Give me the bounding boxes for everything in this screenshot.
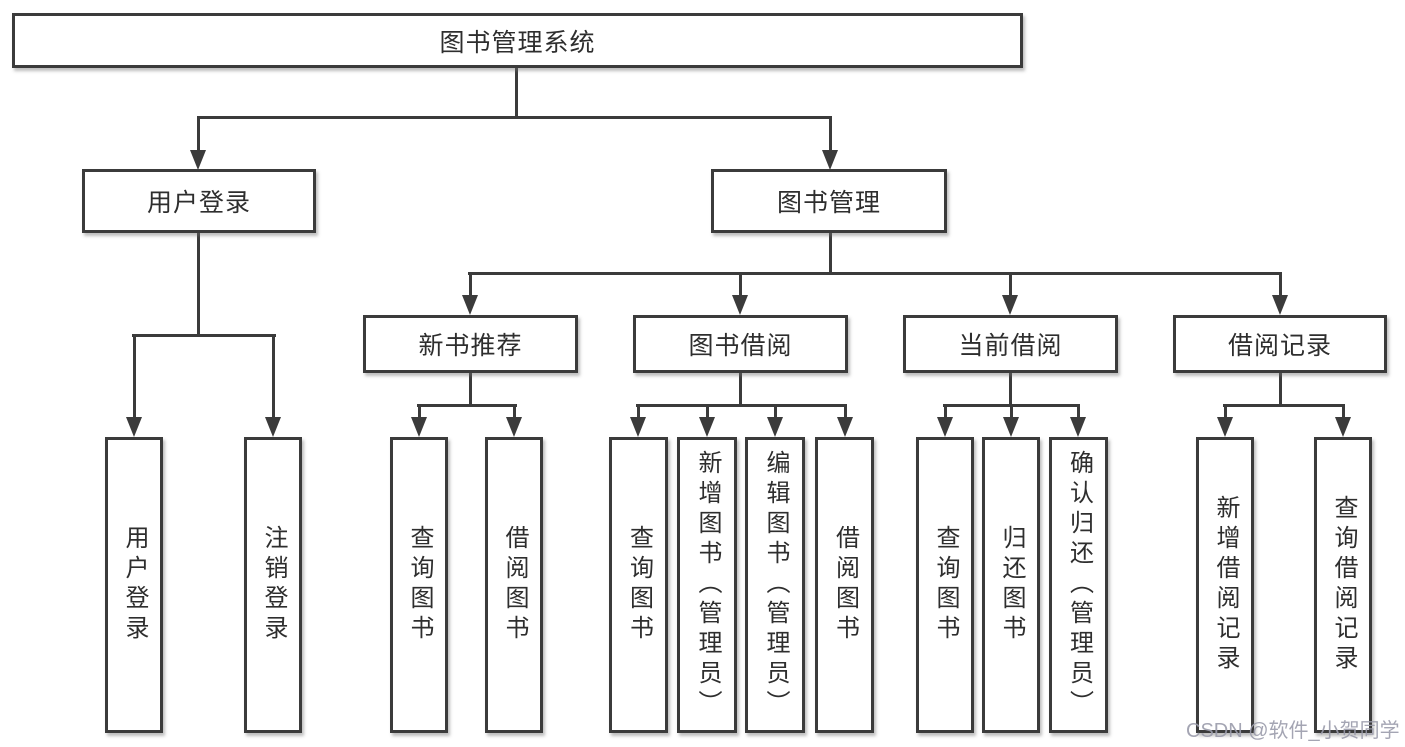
leaf-label: 借阅图书 <box>501 525 528 645</box>
connector-line <box>774 404 777 420</box>
leaf-label: 用户登录 <box>121 525 148 645</box>
arrow-down-icon <box>265 417 281 437</box>
leaf-cb-confirm-return-admin: 确认归还（管理员） <box>1049 437 1108 733</box>
leaf-logout: 注销登录 <box>244 437 302 733</box>
arrow-down-icon <box>1217 417 1233 437</box>
connector-line <box>515 67 518 117</box>
leaf-nbr-query-books: 查询图书 <box>390 437 448 733</box>
leaf-bb-borrow-books: 借阅图书 <box>815 437 874 733</box>
leaf-br-query-record: 查询借阅记录 <box>1314 437 1372 733</box>
connector-line <box>418 404 421 420</box>
arrow-down-icon <box>190 150 206 170</box>
connector-line <box>636 404 847 407</box>
connector-line <box>1077 404 1080 420</box>
connector-line <box>1342 404 1345 420</box>
arrow-down-icon <box>411 417 427 437</box>
leaf-bb-query-books: 查询图书 <box>609 437 668 733</box>
leaf-label: 查询图书 <box>625 525 653 645</box>
leaf-label: 查询借阅记录 <box>1330 495 1357 675</box>
arrow-down-icon <box>1272 295 1288 315</box>
arrow-down-icon <box>630 417 646 437</box>
connector-line <box>1224 404 1227 420</box>
connector-line <box>637 404 640 420</box>
leaf-nbr-borrow-books: 借阅图书 <box>485 437 543 733</box>
leaf-bb-add-books-admin: 新增图书（管理员） <box>677 437 737 733</box>
node-book-borrowing: 图书借阅 <box>633 315 848 373</box>
connector-line <box>1010 404 1013 420</box>
connector-line <box>1223 404 1345 407</box>
arrow-down-icon <box>1002 295 1018 315</box>
leaf-label: 编辑图书（管理员） <box>762 450 789 720</box>
leaf-bb-edit-books-admin: 编辑图书（管理员） <box>745 437 805 733</box>
connector-line <box>469 373 472 406</box>
arrow-down-icon <box>937 417 953 437</box>
connector-line <box>469 272 472 298</box>
node-new-book-recommend: 新书推荐 <box>363 315 578 373</box>
connector-line <box>1279 373 1282 406</box>
leaf-label: 查询图书 <box>406 525 433 645</box>
leaf-label: 新增图书（管理员） <box>694 450 721 720</box>
connector-line <box>1009 373 1012 406</box>
arrow-down-icon <box>732 295 748 315</box>
connector-line <box>197 116 200 154</box>
leaf-label: 新增借阅记录 <box>1212 495 1239 675</box>
arrow-down-icon <box>462 295 478 315</box>
arrow-down-icon <box>1070 417 1086 437</box>
connector-line <box>1279 272 1282 298</box>
connector-line <box>944 404 947 420</box>
arrow-down-icon <box>699 417 715 437</box>
leaf-user-login: 用户登录 <box>105 437 163 733</box>
arrow-down-icon <box>767 417 783 437</box>
leaf-cb-query-books: 查询图书 <box>916 437 974 733</box>
connector-line <box>829 116 832 154</box>
connector-line <box>132 334 276 337</box>
connector-line <box>513 404 516 420</box>
arrow-down-icon <box>506 417 522 437</box>
node-current-borrowing: 当前借阅 <box>903 315 1118 373</box>
node-borrowing-records: 借阅记录 <box>1173 315 1387 373</box>
leaf-label: 查询图书 <box>932 525 959 645</box>
leaf-label: 确认归还（管理员） <box>1065 450 1093 720</box>
connector-line <box>468 272 1282 275</box>
connector-line <box>844 404 847 420</box>
connector-line <box>272 334 275 419</box>
arrow-down-icon <box>1003 417 1019 437</box>
arrow-down-icon <box>1335 417 1351 437</box>
leaf-label: 归还图书 <box>998 525 1025 645</box>
connector-line <box>133 334 136 419</box>
arrow-down-icon <box>126 417 142 437</box>
arrow-down-icon <box>822 150 838 170</box>
connector-line <box>417 404 517 407</box>
csdn-watermark: CSDN @软件_小贺同学 <box>1186 720 1400 742</box>
leaf-label: 借阅图书 <box>831 525 859 645</box>
connector-line <box>739 373 742 406</box>
leaf-cb-return-books: 归还图书 <box>982 437 1040 733</box>
connector-line <box>1009 272 1012 298</box>
arrow-down-icon <box>837 417 853 437</box>
connector-line <box>706 404 709 420</box>
node-book-management: 图书管理 <box>711 169 947 233</box>
connector-line <box>197 233 200 336</box>
connector-line <box>829 233 832 275</box>
connector-line <box>739 272 742 298</box>
node-root: 图书管理系统 <box>12 13 1023 68</box>
node-user-login: 用户登录 <box>82 169 316 233</box>
leaf-br-add-record: 新增借阅记录 <box>1196 437 1254 733</box>
leaf-label: 注销登录 <box>260 525 287 645</box>
connector-line <box>197 116 832 119</box>
